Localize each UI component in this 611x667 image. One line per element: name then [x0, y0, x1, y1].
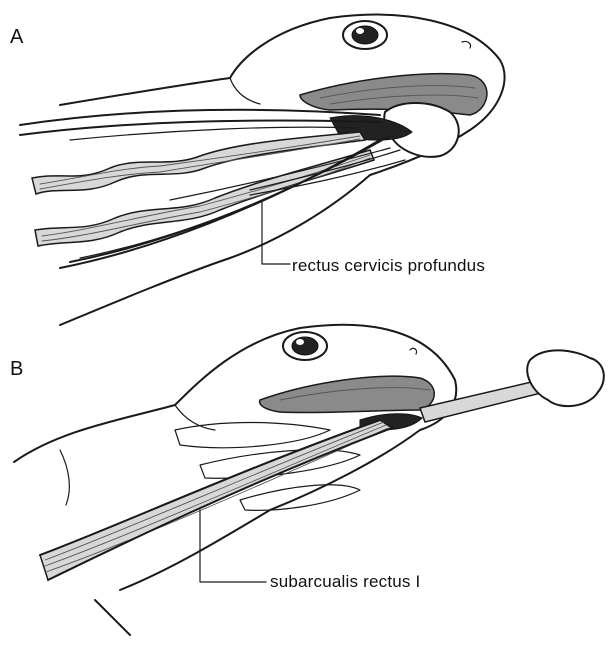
panel-b-tongue: [260, 376, 435, 412]
panel-b-letter: B: [10, 358, 23, 381]
panel-a-label: rectus cervicis profundus: [292, 256, 485, 276]
panel-b-label: subarcualis rectus I: [270, 572, 420, 592]
panel-a-wavy-bundle-upper: [32, 132, 365, 194]
panel-a-drawing: [20, 15, 505, 325]
panel-a-letter: A: [10, 26, 23, 49]
panel-b-probe-knob: [527, 350, 604, 406]
panel-b-probe: [420, 380, 545, 422]
